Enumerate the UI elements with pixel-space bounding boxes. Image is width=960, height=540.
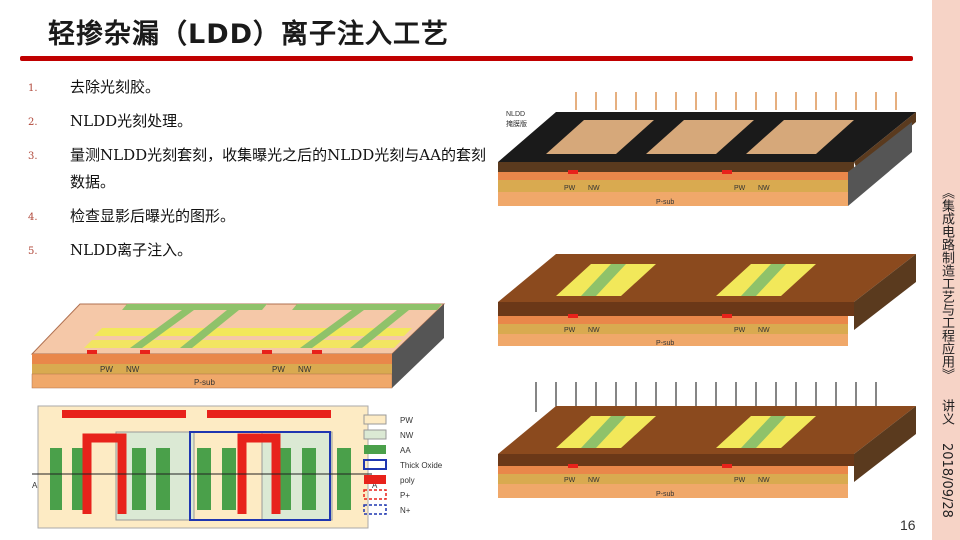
page-number: 16 [900, 517, 916, 533]
svg-text:PW: PW [564, 477, 576, 484]
step-item: 4.检查显影后曝光的图形。 [28, 207, 236, 225]
ion-implant-diagram: PW NW PW NW P-sub [498, 382, 916, 498]
page-title: 轻掺杂漏（LDD）离子注入工艺 [48, 19, 450, 50]
side-caption: 《集成电路制造工艺与工程应用》 讲义 2018/09/28 [932, 186, 960, 519]
svg-text:PW: PW [734, 327, 746, 334]
svg-text:P+: P+ [400, 491, 410, 500]
side-date: 2018/09/28 [939, 443, 954, 519]
nw-label: NW [298, 365, 312, 374]
svg-text:PW: PW [400, 416, 413, 425]
svg-text:NW: NW [758, 477, 770, 484]
developed-resist-diagram: PW NW PW NW P-sub [498, 254, 916, 347]
svg-text:PW: PW [564, 185, 576, 192]
svg-text:NW: NW [758, 327, 770, 334]
svg-text:P-sub: P-sub [656, 340, 674, 347]
step-item: 1.去除光刻胶。 [28, 78, 161, 96]
mask-exposure-diagram: NLDD 掩膜版 PW NW PW NW P-sub [498, 92, 916, 206]
svg-text:PW: PW [734, 185, 746, 192]
wafer-3d-view: PW NW PW NW P-sub [30, 303, 446, 389]
svg-text:NW: NW [758, 185, 770, 192]
axis-a-label: A [32, 481, 38, 490]
svg-text:NW: NW [588, 185, 600, 192]
svg-text:N+: N+ [400, 506, 411, 515]
psub-label: P-sub [194, 378, 215, 387]
svg-text:NW: NW [588, 477, 600, 484]
svg-text:P-sub: P-sub [656, 491, 674, 498]
mask-label-reticle: 掩膜版 [506, 119, 527, 128]
layout-top-view: A A' PW NW AA Thick Oxide poly P+ N+ [32, 405, 443, 529]
title-divider [20, 56, 913, 61]
pw-label: PW [272, 365, 285, 374]
svg-text:AA: AA [400, 446, 411, 455]
svg-text:P-sub: P-sub [656, 199, 674, 206]
legend: PW NW AA Thick Oxide poly P+ N+ [363, 414, 443, 515]
process-steps: 1.去除光刻胶。 2.NLDD光刻处理。 3.量测NLDD光刻套刻，收集曝光之后… [28, 74, 498, 271]
svg-text:PW: PW [564, 327, 576, 334]
pw-label: PW [100, 365, 113, 374]
mask-label-nldd: NLDD [506, 111, 525, 118]
step-item: 5.NLDD离子注入。 [28, 241, 193, 259]
svg-text:poly: poly [400, 476, 415, 485]
exposure-arrows [575, 92, 897, 110]
step-item: 3.量测NLDD光刻套刻，收集曝光之后的NLDD光刻与AA的套刻数据。 [28, 146, 486, 191]
svg-text:Thick Oxide: Thick Oxide [400, 461, 443, 470]
side-suffix: 讲义 [939, 399, 954, 426]
svg-text:PW: PW [734, 477, 746, 484]
svg-text:NW: NW [400, 431, 414, 440]
side-book-title: 《集成电路制造工艺与工程应用》 [939, 186, 954, 381]
nw-label: NW [126, 365, 140, 374]
svg-text:NW: NW [588, 327, 600, 334]
axis-a-prime-label: A' [372, 481, 379, 490]
step-item: 2.NLDD光刻处理。 [28, 112, 193, 130]
side-band [932, 0, 960, 540]
